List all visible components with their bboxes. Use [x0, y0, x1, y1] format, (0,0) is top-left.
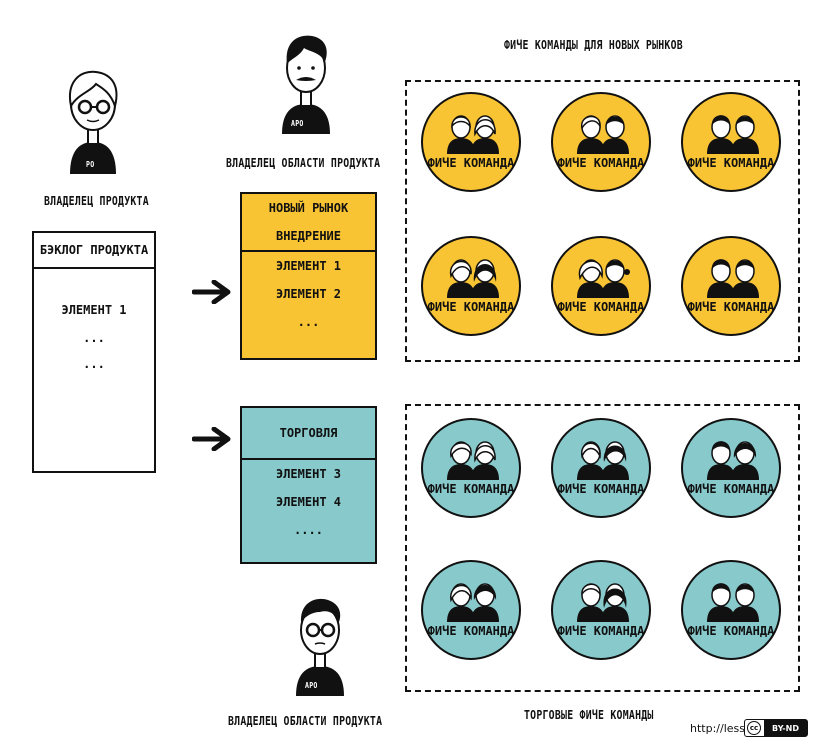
team-members-icon	[577, 259, 630, 298]
group-new-markets-label: ФИЧЕ КОМАНДЫ ДЛЯ НОВЫХ РЫНКОВ	[504, 38, 683, 52]
team-members-icon	[447, 441, 499, 480]
po-badge: PO	[86, 160, 95, 169]
feature-team: ФИЧЕ КОМАНДА	[551, 560, 651, 660]
team-members-icon	[707, 115, 759, 154]
arrow-right-icon	[192, 280, 231, 304]
arrow-right-icon	[192, 427, 231, 451]
area-product-owner-avatar-icon	[282, 35, 330, 134]
feature-team-label: ФИЧЕ КОМАНДА	[427, 300, 515, 314]
area-backlog-trading: ТОРГОВЛЯ ЭЛЕМЕНТ 3 ЭЛЕМЕНТ 4 ....	[240, 406, 377, 564]
feature-team-label: ФИЧЕ КОМАНДА	[687, 156, 775, 170]
apo-bottom-badge: APO	[305, 681, 318, 690]
feature-team: ФИЧЕ КОМАНДА	[681, 560, 781, 660]
feature-team-label: ФИЧЕ КОМАНДА	[557, 624, 645, 638]
feature-team: ФИЧЕ КОМАНДА	[681, 236, 781, 336]
team-members-icon	[707, 259, 759, 298]
area-title-line-1: НОВЫЙ РЫНОК	[268, 201, 349, 215]
feature-team: ФИЧЕ КОМАНДА	[421, 560, 521, 660]
feature-team: ФИЧЕ КОМАНДА	[551, 418, 651, 518]
feature-team-label: ФИЧЕ КОМАНДА	[687, 300, 775, 314]
team-members-icon	[707, 441, 759, 480]
creative-commons-icon: cc	[747, 721, 761, 735]
feature-team-label: ФИЧЕ КОМАНДА	[427, 624, 515, 638]
area-item: ЭЛЕМЕНТ 2	[275, 287, 342, 301]
feature-team-label: ФИЧЕ КОМАНДА	[557, 482, 645, 496]
product-owner-avatar-icon	[68, 70, 118, 174]
area-item: ЭЛЕМЕНТ 3	[242, 458, 375, 488]
team-members-icon	[577, 583, 629, 622]
area-item: ЭЛЕМЕНТ 1	[242, 250, 375, 280]
area-title-line-2: ВНЕДРЕНИЕ	[275, 229, 342, 243]
backlog-item: ...	[83, 357, 105, 371]
feature-team: ФИЧЕ КОМАНДА	[421, 92, 521, 192]
team-members-icon	[577, 441, 629, 480]
group-new-markets	[405, 80, 800, 362]
area-item: ЭЛЕМЕНТ 4	[275, 495, 342, 509]
backlog-item: ЭЛЕМЕНТ 1	[61, 303, 127, 317]
apo-bottom-label: ВЛАДЕЛЕЦ ОБЛАСТИ ПРОДУКТА	[228, 714, 383, 728]
feature-team-label: ФИЧЕ КОМАНДА	[687, 482, 775, 496]
team-members-icon	[447, 583, 499, 622]
feature-team: ФИЧЕ КОМАНДА	[681, 418, 781, 518]
feature-team-label: ФИЧЕ КОМАНДА	[557, 300, 645, 314]
license-label: BY-ND	[764, 720, 807, 736]
feature-team: ФИЧЕ КОМАНДА	[421, 418, 521, 518]
backlog-item: ...	[83, 331, 105, 345]
team-members-icon	[447, 115, 499, 154]
area-backlog-new-market: НОВЫЙ РЫНОК ВНЕДРЕНИЕ ЭЛЕМЕНТ 1 ЭЛЕМЕНТ …	[240, 192, 377, 360]
group-trading	[405, 404, 800, 692]
feature-team-label: ФИЧЕ КОМАНДА	[427, 156, 515, 170]
feature-team-label: ФИЧЕ КОМАНДА	[557, 156, 645, 170]
team-members-icon	[707, 583, 759, 622]
group-trading-label: ТОРГОВЫЕ ФИЧЕ КОМАНДЫ	[524, 708, 654, 722]
feature-team-label: ФИЧЕ КОМАНДА	[427, 482, 515, 496]
product-owner-label: ВЛАДЕЛЕЦ ПРОДУКТА	[44, 194, 149, 208]
feature-team: ФИЧЕ КОМАНДА	[421, 236, 521, 336]
area-title: ТОРГОВЛЯ	[279, 426, 338, 440]
apo-top-label: ВЛАДЕЛЕЦ ОБЛАСТИ ПРОДУКТА	[226, 156, 381, 170]
area-item: ...	[297, 315, 320, 329]
area-product-owner-avatar-icon	[296, 598, 344, 696]
backlog-title: БЭКЛОГ ПРОДУКТА	[34, 233, 154, 269]
feature-team: ФИЧЕ КОМАНДА	[551, 92, 651, 192]
feature-team: ФИЧЕ КОМАНДА	[551, 236, 651, 336]
apo-top-badge: APO	[291, 119, 304, 128]
license-badge: cc BY-ND	[744, 719, 808, 737]
feature-team-label: ФИЧЕ КОМАНДА	[687, 624, 775, 638]
feature-team: ФИЧЕ КОМАНДА	[681, 92, 781, 192]
team-members-icon	[577, 115, 629, 154]
team-members-icon	[447, 259, 499, 298]
area-item: ....	[294, 523, 323, 537]
product-backlog: БЭКЛОГ ПРОДУКТА ЭЛЕМЕНТ 1 ... ...	[32, 231, 156, 473]
